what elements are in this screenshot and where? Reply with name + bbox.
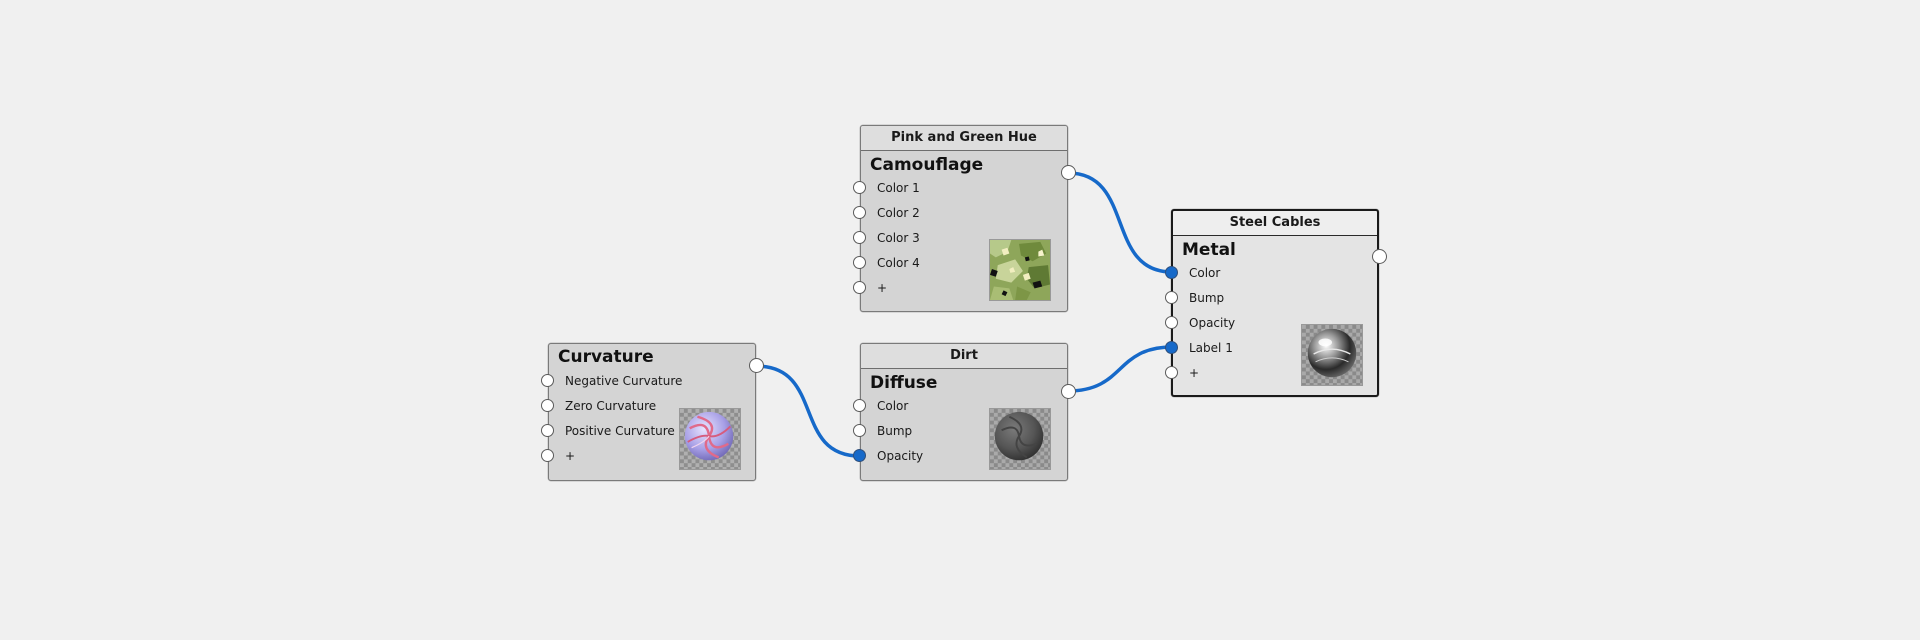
input-label: Color 1 — [877, 181, 920, 195]
input-label: Color 2 — [877, 206, 920, 220]
curvature-sphere-preview — [679, 408, 741, 470]
input-port[interactable] — [853, 256, 866, 269]
node-header[interactable]: Pink and Green Hue — [861, 126, 1067, 151]
wire-curvature-to-diffuse-opacity[interactable] — [754, 364, 862, 458]
input-label: Opacity — [877, 449, 924, 463]
input-port[interactable] — [541, 399, 554, 412]
input-port[interactable] — [853, 181, 866, 194]
input-port-connected[interactable] — [853, 449, 866, 462]
node-type-title: Metal — [1182, 240, 1236, 260]
input-label: Zero Curvature — [565, 399, 657, 413]
node-diffuse[interactable]: Dirt Diffuse Color Bump Opacity — [853, 343, 1076, 481]
input-port[interactable] — [853, 281, 866, 294]
add-input-label: + — [877, 281, 888, 295]
node-metal[interactable]: Steel Cables Metal Color Bump Opacity La… — [1165, 209, 1387, 397]
input-port[interactable] — [1165, 316, 1178, 329]
input-label: Bump — [877, 424, 913, 438]
node-header[interactable]: Steel Cables — [1173, 211, 1377, 236]
add-input-label: + — [1189, 366, 1200, 380]
node-type-title: Curvature — [558, 347, 654, 367]
output-port[interactable] — [1061, 384, 1076, 399]
input-label: Positive Curvature — [565, 424, 675, 438]
output-port[interactable] — [1061, 165, 1076, 180]
wire-diffuse-to-metal-label1[interactable] — [1066, 345, 1174, 393]
node-camouflage[interactable]: Pink and Green Hue Camouflage Color 1 Co… — [853, 125, 1076, 312]
input-label: Negative Curvature — [565, 374, 683, 388]
output-port[interactable] — [749, 358, 764, 373]
wire-camouflage-to-metal-color[interactable] — [1066, 171, 1174, 274]
input-port[interactable] — [853, 424, 866, 437]
camouflage-texture-preview — [989, 239, 1051, 301]
input-label: Color — [1189, 266, 1221, 280]
input-port[interactable] — [853, 206, 866, 219]
input-label: Color 3 — [877, 231, 920, 245]
node-type-title: Camouflage — [870, 155, 984, 175]
node-curvature[interactable]: Curvature Negative Curvature Zero Curvat… — [541, 343, 764, 481]
input-port[interactable] — [853, 399, 866, 412]
input-port[interactable] — [541, 449, 554, 462]
input-label: Color 4 — [877, 256, 920, 270]
diffuse-sphere-preview — [989, 408, 1051, 470]
add-input-label: + — [565, 449, 576, 463]
input-label: Bump — [1189, 291, 1225, 305]
input-port[interactable] — [853, 231, 866, 244]
input-port-connected[interactable] — [1165, 266, 1178, 279]
input-port[interactable] — [1165, 291, 1178, 304]
input-label: Label 1 — [1189, 341, 1233, 355]
node-header[interactable]: Dirt — [861, 344, 1067, 369]
input-port[interactable] — [1165, 366, 1178, 379]
node-type-title: Diffuse — [870, 373, 938, 393]
input-label: Color — [877, 399, 909, 413]
output-port[interactable] — [1372, 249, 1387, 264]
input-port-connected[interactable] — [1165, 341, 1178, 354]
input-label: Opacity — [1189, 316, 1236, 330]
chrome-sphere-preview — [1301, 324, 1363, 386]
input-port[interactable] — [541, 424, 554, 437]
input-port[interactable] — [541, 374, 554, 387]
